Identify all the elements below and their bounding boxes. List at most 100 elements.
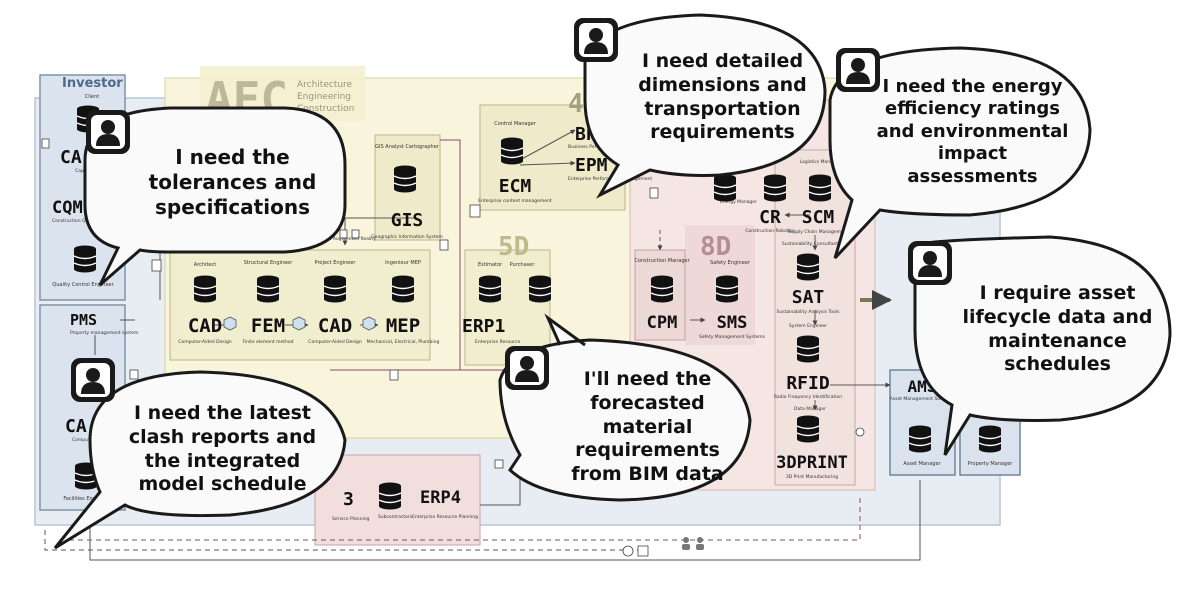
aec-sub3: Construction xyxy=(297,104,354,114)
print3d-title: 3DPRINT xyxy=(776,453,848,473)
speech-bubble-shapes xyxy=(53,13,1172,550)
cad1-title: CAD xyxy=(188,315,222,337)
gis-title: GIS xyxy=(391,210,424,231)
person-icon-purchaser xyxy=(505,346,549,390)
vr-sub: Virtual Reality and Augmented Reality xyxy=(290,236,376,242)
cad1-sub: Computer-Aided Design xyxy=(178,339,232,345)
rfid-title: RFID xyxy=(786,373,830,394)
cpm-database-icon xyxy=(650,274,674,304)
cqm-database-icon xyxy=(73,244,97,274)
fem-sub: Finite element method xyxy=(243,339,294,345)
ecm-role: Control Manager xyxy=(494,121,537,127)
erp3-title-partial: 3 xyxy=(343,489,354,510)
dimension-5d: 5D xyxy=(498,232,529,262)
erp4-title: ERP4 xyxy=(420,488,461,508)
mep-title: MEP xyxy=(386,315,420,337)
cr-role: Energy Manager xyxy=(720,199,757,205)
erp1-panel xyxy=(464,249,551,366)
pms-title: PMS xyxy=(70,311,97,329)
bubble-material-shape xyxy=(498,313,752,502)
scm-database-icon xyxy=(808,173,832,203)
person-icon-asset-manager xyxy=(908,241,952,285)
client-role: Client xyxy=(85,94,100,100)
fem-database-icon xyxy=(256,274,280,304)
print3d-role: Data Manager xyxy=(794,406,826,412)
erp4-database-icon xyxy=(378,481,402,511)
erp1-role1: Estimator xyxy=(478,262,503,268)
rfid-database-icon xyxy=(796,334,820,364)
cafm-title-partial: CA xyxy=(60,147,82,168)
cad2-role: Project Engineer xyxy=(315,260,357,266)
cad1-role: Architect xyxy=(194,262,216,268)
erp1-sub: Enterprise Resource xyxy=(475,339,520,345)
sms-title: SMS xyxy=(717,313,748,333)
cad1-database-icon xyxy=(193,274,217,304)
ams-role1: Asset Manager xyxy=(903,461,941,467)
mep-sub: Mechanical, Electrical, Plumbing xyxy=(367,339,440,345)
energy-database-icon xyxy=(713,173,737,203)
pms-sub: Property management system xyxy=(70,330,138,336)
erp1-database-icon-2 xyxy=(528,274,552,304)
scm-role: Logistics Manager xyxy=(800,159,841,165)
cad2-title: CAD xyxy=(318,315,352,337)
people-glyph-icon xyxy=(682,537,704,550)
erp3-sub: Service Planning xyxy=(332,516,370,522)
sat-sub: Sustainability Analysis Tools xyxy=(777,309,841,315)
cqm-role: Quality Control Engineer xyxy=(52,282,114,288)
dimension-8d: 8D xyxy=(700,232,731,262)
rfid-sub: Radio Frequency Identification xyxy=(774,394,842,400)
sms-role: Safety Engineer xyxy=(710,260,751,266)
ams-role2: Property Manager xyxy=(968,461,1014,467)
aec-sub1: Architecture xyxy=(297,80,353,90)
erp4-sub: Enterprise Resource Planning xyxy=(412,514,478,520)
cube-glyphs xyxy=(223,316,376,331)
erp4-role: Subcontractors xyxy=(378,514,413,520)
ecm-database-icon xyxy=(500,136,524,166)
cafm2-role: Facilities Engineer xyxy=(63,496,109,502)
sms-sub: Safety Management Systems xyxy=(699,334,766,340)
cpm-role: Construction Manager xyxy=(634,258,690,264)
bubble-clash-shape xyxy=(53,370,347,550)
bubble-tolerances-shape xyxy=(83,106,347,287)
sms-database-icon xyxy=(715,274,739,304)
person-icon-facilities xyxy=(71,358,115,402)
erp1-role2: Purchaser xyxy=(510,262,536,268)
sat-database-icon xyxy=(796,252,820,282)
ams-sub: Asset Management Software xyxy=(890,396,955,402)
ecm-sub: Enterprise content management xyxy=(478,198,552,204)
cad2-database-icon xyxy=(323,274,347,304)
mep-database-icon xyxy=(391,274,415,304)
aec-sub2: Engineering xyxy=(297,92,351,102)
cr-database-icon xyxy=(763,173,787,203)
design-subpanel xyxy=(169,249,431,361)
print3d-sub: 3D Print Manufacturing xyxy=(786,474,838,480)
ecm-title: ECM xyxy=(499,176,532,197)
person-icon-sustainability xyxy=(836,48,880,92)
epm-title: EPM xyxy=(575,155,608,176)
scm-sub: Supply Chain Management xyxy=(788,229,849,235)
connector-glyphs xyxy=(41,138,865,557)
cad2-sub: Computer-Aided Design xyxy=(308,339,362,345)
sat-role: Sustainability Consultant xyxy=(782,241,838,247)
scm-title: SCM xyxy=(802,207,835,228)
gis-role: GIS Analyst Cartographer xyxy=(375,144,440,150)
bubble-dimensions-shape xyxy=(583,13,827,199)
fem-title: FEM xyxy=(251,315,285,337)
cr-title: CR xyxy=(759,207,781,228)
bubble-lifecycle-shape xyxy=(913,235,1172,456)
fem-role: Structural Engineer xyxy=(244,260,294,266)
gis-database-icon xyxy=(393,164,417,194)
person-icon-engineer xyxy=(86,110,130,154)
person-icon-logistics xyxy=(574,18,618,62)
sat-title: SAT xyxy=(792,287,825,308)
bubble-energy-shape xyxy=(828,46,1092,260)
mep-role: Ingenieur MEP xyxy=(385,260,421,266)
property-database-icon xyxy=(978,424,1002,454)
ams-database-icon xyxy=(908,424,932,454)
cpm-title: CPM xyxy=(647,313,678,333)
erp1-title: ERP1 xyxy=(462,316,505,337)
gis-sub: Geographic Information System xyxy=(371,234,443,240)
erp1-database-icon xyxy=(478,274,502,304)
cr-sub: Construction Robotics xyxy=(745,228,795,234)
